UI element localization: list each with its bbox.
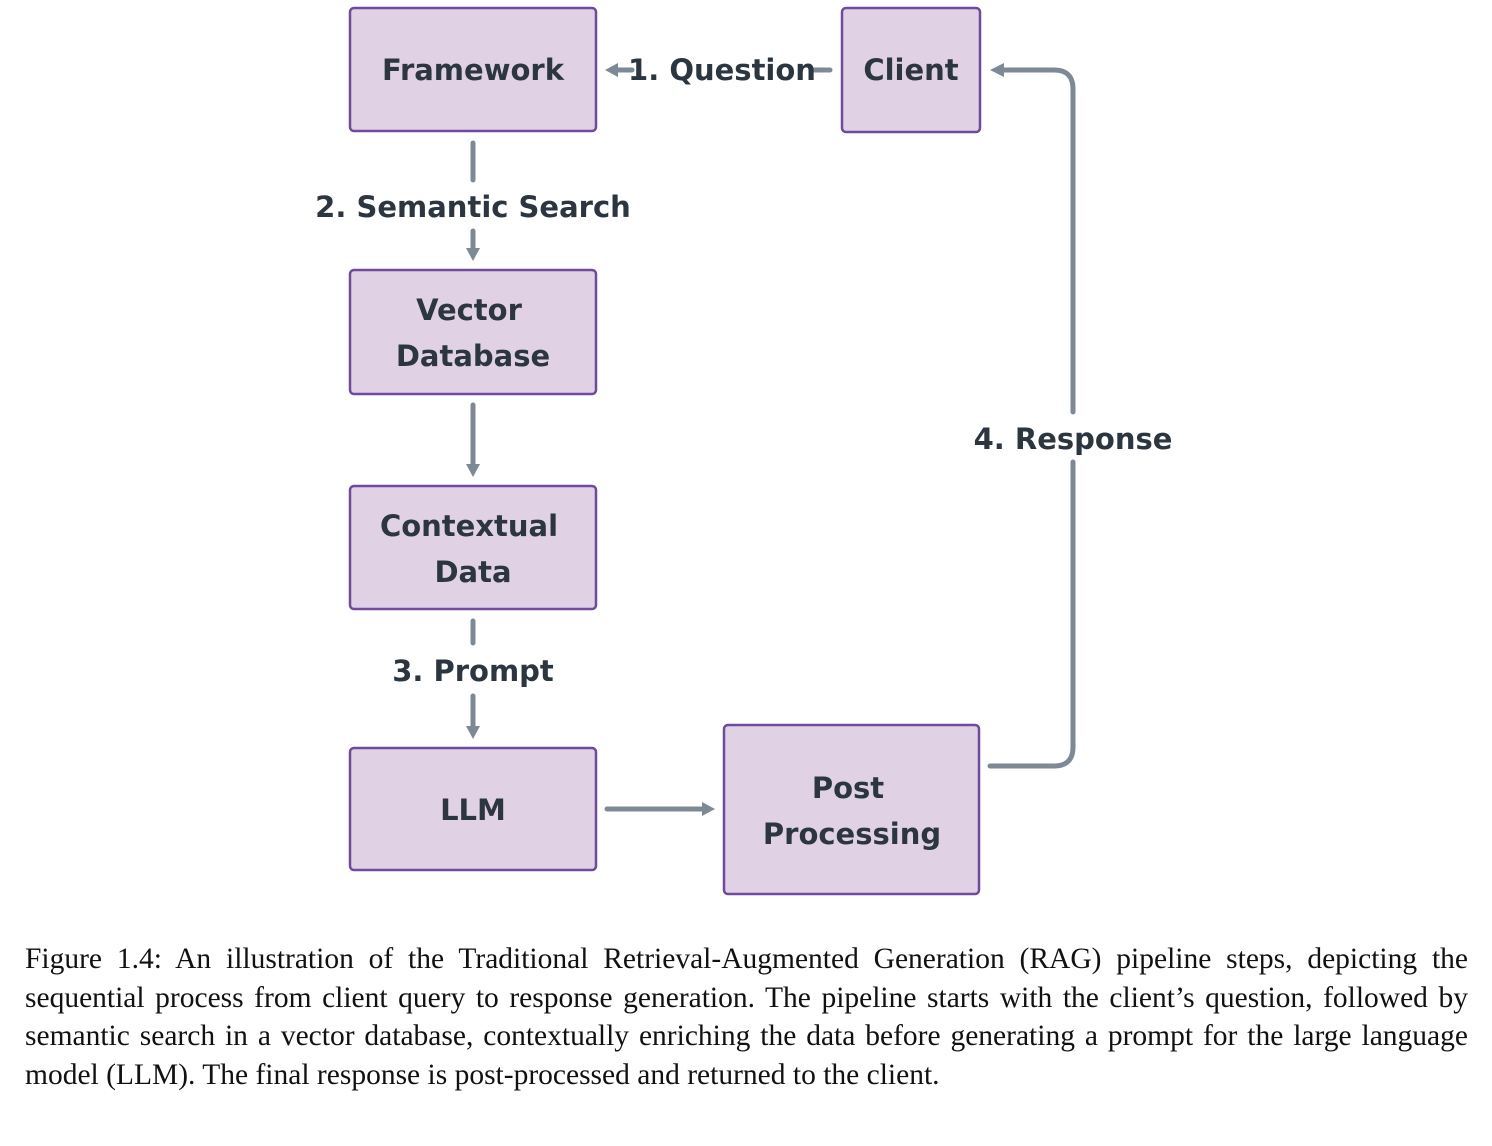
edge-prompt: 3. Prompt [392,618,554,739]
edge-semantic-search: 2. Semantic Search [315,140,631,261]
rag-pipeline-diagram: Framework Client Vector Database Context… [315,6,1173,896]
node-framework: Framework [348,6,598,133]
node-contextual-data-label-line2: Data [434,555,511,589]
node-llm-box [348,746,598,872]
node-client: Client [840,6,982,134]
edge-prompt-arrowhead [466,726,480,739]
node-client-box [840,6,982,134]
node-post-processing: Post Processing [722,723,981,896]
edge-response-line-top [1001,67,1076,415]
edge-semantic-search-arrowhead [466,248,480,261]
node-vector-database-label-line1: Vector [416,293,523,327]
edge-question-label: 1. Question [628,53,816,87]
node-vector-database-box [348,268,598,396]
edge-semantic-search-label: 2. Semantic Search [315,190,631,224]
edge-question: 1. Question [605,53,833,87]
edge-llm-to-post [604,802,715,816]
edge-vector-to-contextual-arrowhead [466,464,480,477]
edge-response-label: 4. Response [974,422,1173,456]
node-llm: LLM [348,746,598,872]
edge-response: 4. Response [974,63,1173,769]
edge-response-arrowhead [990,63,1004,77]
node-framework-box [348,6,598,133]
node-post-processing-label-line2: Processing [763,817,941,851]
node-llm-label: LLM [440,793,506,827]
node-client-label: Client [863,53,958,87]
node-vector-database-label-line2: Database [396,339,550,373]
node-framework-label: Framework [382,53,565,87]
edge-vector-to-contextual [466,402,480,477]
node-post-processing-label-line1: Post [812,771,884,805]
node-post-processing-box [722,723,981,896]
edge-question-arrowhead [605,63,618,77]
node-contextual-data-label-line1: Contextual [380,509,558,543]
node-contextual-data-box [348,484,598,611]
node-vector-database: Vector Database [348,268,598,396]
edge-llm-to-post-arrowhead [702,802,715,816]
edge-response-line-bottom [987,459,1076,769]
figure-caption: Figure 1.4: An illustration of the Tradi… [25,943,1468,1091]
edge-prompt-label: 3. Prompt [392,654,554,688]
node-contextual-data: Contextual Data [348,484,598,611]
